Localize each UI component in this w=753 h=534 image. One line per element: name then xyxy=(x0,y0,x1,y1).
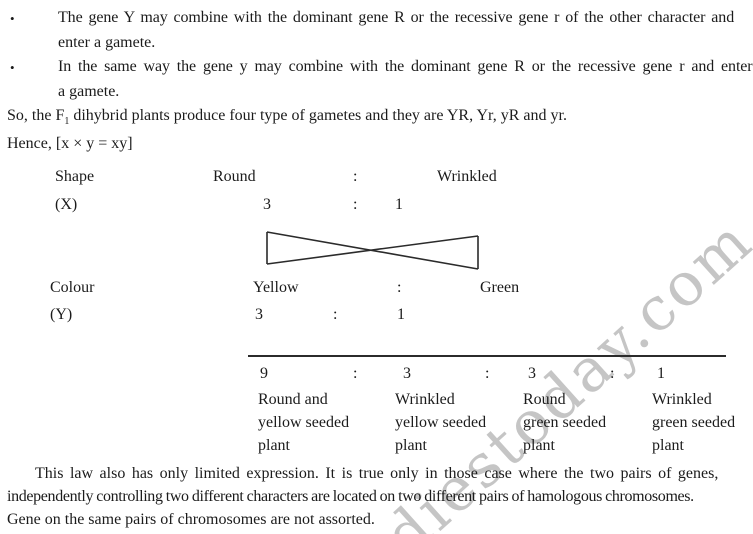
y-left-value: 3 xyxy=(255,306,263,323)
col1-phenotype-line1: Round and xyxy=(258,391,328,408)
ratio-colon-1: : xyxy=(353,365,358,382)
bullet-1-line-2: enter a gamete. xyxy=(58,34,156,51)
x-left-value: 3 xyxy=(263,196,271,213)
col4-phenotype-line1: Wrinkled xyxy=(652,391,712,408)
colour-left-term: Yellow xyxy=(253,279,299,296)
gametes-sentence-prefix: So, the F xyxy=(7,107,65,124)
col3-phenotype-line3: plant xyxy=(523,437,555,454)
ratio-colon-2: : xyxy=(485,365,490,382)
colour-row-label: Colour xyxy=(50,279,95,296)
bullet-marker: • xyxy=(10,11,15,26)
shape-left-term: Round xyxy=(213,168,256,185)
bullet-1-line-1: The gene Y may combine with the dominant… xyxy=(58,9,735,26)
col4-phenotype-line2: green seeded xyxy=(652,414,736,431)
closing-paragraph-line1: This law also has only limited expressio… xyxy=(35,465,719,482)
ratio-3b: 3 xyxy=(528,365,536,382)
bullet-marker: • xyxy=(10,60,15,75)
col2-phenotype-line3: plant xyxy=(395,437,427,454)
gametes-sentence: So, the F1 dihybrid plants produce four … xyxy=(7,103,567,134)
shape-right-term: Wrinkled xyxy=(437,168,497,185)
closing-paragraph-line3: Gene on the same pairs of chromosomes ar… xyxy=(7,511,375,528)
colour-right-term: Green xyxy=(480,279,520,296)
closing-paragraph-line2: independently controlling two different … xyxy=(7,488,694,505)
shape-row-label: Shape xyxy=(55,168,95,185)
col4-phenotype-line3: plant xyxy=(652,437,684,454)
bowtie-cross-shape xyxy=(266,231,479,270)
col1-phenotype-line2: yellow seeded xyxy=(258,414,350,431)
shape-colon: : xyxy=(353,168,358,185)
col2-phenotype-line1: Wrinkled xyxy=(395,391,455,408)
x-colon: : xyxy=(353,196,358,213)
bullet-2-line-2: a gamete. xyxy=(58,83,120,100)
col1-phenotype-line3: plant xyxy=(258,437,290,454)
ratio-3a: 3 xyxy=(403,365,411,382)
colour-colon: : xyxy=(397,279,402,296)
col2-phenotype-line2: yellow seeded xyxy=(395,414,487,431)
col3-phenotype-line1: Round xyxy=(523,391,566,408)
y-row-label: (Y) xyxy=(50,306,73,323)
bullet-2-line-1: In the same way the gene y may combine w… xyxy=(58,58,753,75)
col3-phenotype-line2: green seeded xyxy=(523,414,607,431)
f1-subscript: 1 xyxy=(64,116,70,128)
y-right-value: 1 xyxy=(397,306,405,323)
x-row-label: (X) xyxy=(55,196,78,213)
x-right-value: 1 xyxy=(395,196,403,213)
ratio-1: 1 xyxy=(657,365,665,382)
y-colon: : xyxy=(333,306,338,323)
ratio-colon-3: : xyxy=(610,365,615,382)
hence-equation: Hence, [x × y = xy] xyxy=(7,135,133,152)
ratio-9: 9 xyxy=(260,365,268,382)
result-divider-line xyxy=(248,355,726,357)
gametes-sentence-suffix: dihybrid plants produce four type of gam… xyxy=(69,107,567,124)
